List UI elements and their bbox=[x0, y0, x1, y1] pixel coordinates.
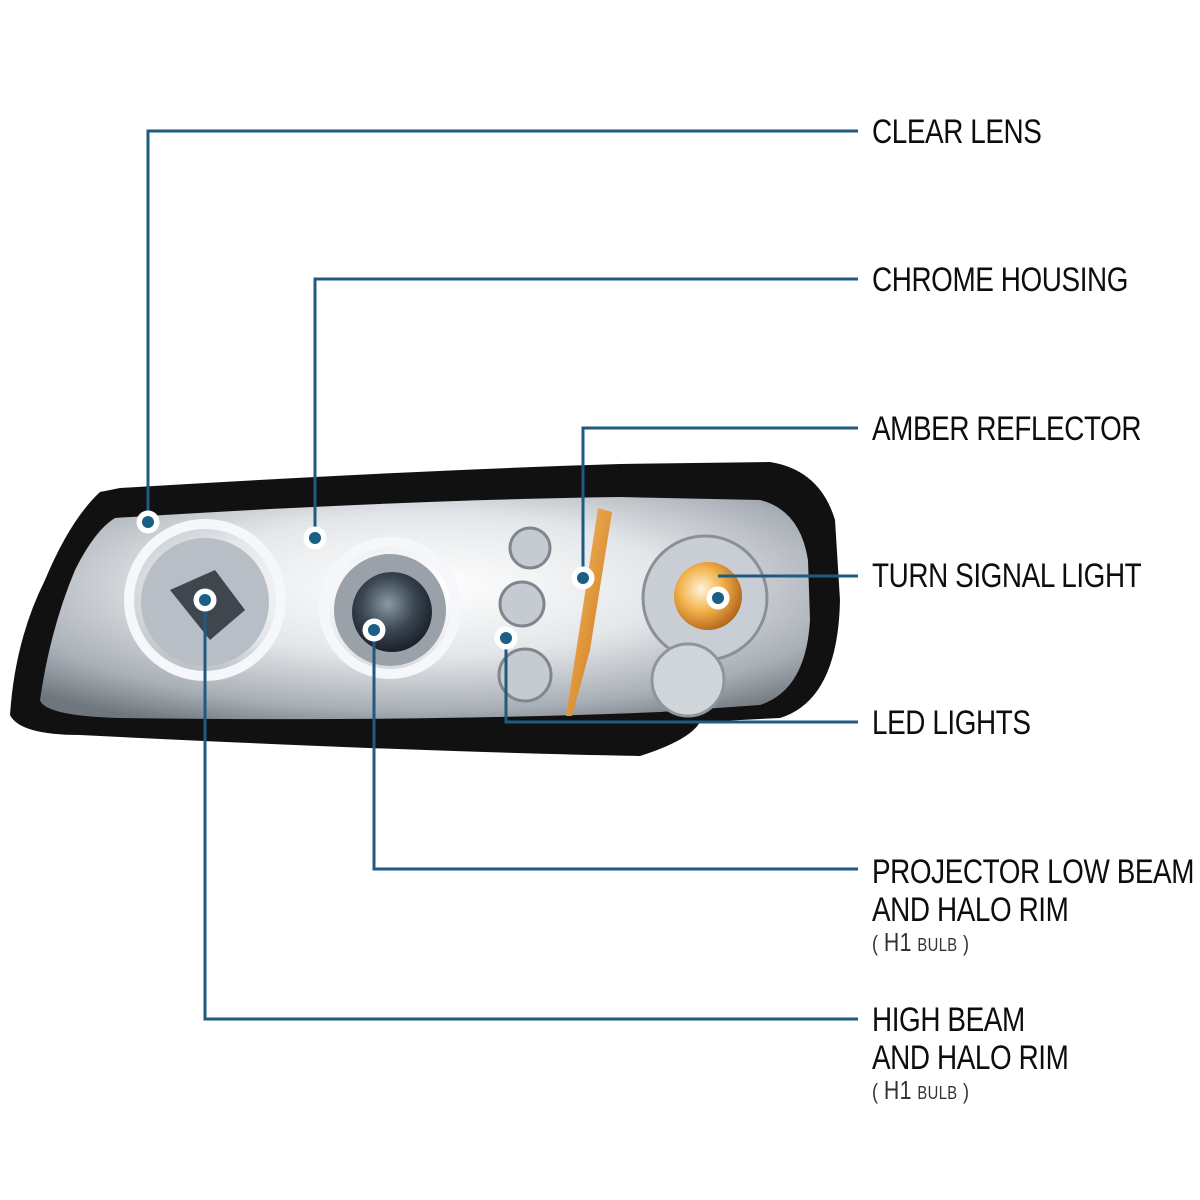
callout-label-projector-low-beam: PROJECTOR LOW BEAM AND HALO RIM ( H1 BUL… bbox=[872, 853, 1194, 958]
note-open: ( bbox=[872, 931, 879, 956]
callout-dots bbox=[136, 510, 730, 650]
callout-text: AND HALO RIM bbox=[872, 1039, 1069, 1077]
bulb-word: BULB bbox=[917, 935, 958, 955]
projector-dot bbox=[362, 618, 386, 642]
led-pod-3 bbox=[497, 647, 553, 703]
callout-label-amber-reflector: AMBER REFLECTOR bbox=[872, 410, 1141, 448]
callout-label-chrome-housing: CHROME HOUSING bbox=[872, 261, 1128, 299]
bulb-word: BULB bbox=[917, 1083, 958, 1103]
projector-halo bbox=[319, 537, 461, 679]
callout-lines bbox=[146, 129, 858, 1021]
note-close: ) bbox=[963, 931, 970, 956]
callout-text: AND HALO RIM bbox=[872, 891, 1069, 929]
callout-text: PROJECTOR LOW BEAM bbox=[872, 853, 1195, 891]
clear-lens-dot bbox=[136, 510, 160, 534]
high-beam-dot bbox=[193, 588, 217, 612]
callout-label-clear-lens: CLEAR LENS bbox=[872, 113, 1042, 151]
projector-lens bbox=[352, 572, 432, 652]
callout-label-led-lights: LED LIGHTS bbox=[872, 704, 1031, 742]
bulb-type: H1 bbox=[883, 927, 912, 957]
led-pod-1 bbox=[508, 526, 552, 570]
led-pod-2 bbox=[498, 580, 546, 628]
bulb-note: ( H1 BULB ) bbox=[872, 1077, 1068, 1106]
note-close: ) bbox=[963, 1079, 970, 1104]
callout-text: TURN SIGNAL LIGHT bbox=[872, 557, 1142, 595]
callout-text: AMBER REFLECTOR bbox=[872, 410, 1142, 448]
headlight-assembly bbox=[10, 462, 840, 756]
callout-text: LED LIGHTS bbox=[872, 704, 1031, 742]
callout-text: CLEAR LENS bbox=[872, 113, 1042, 151]
projector-leader bbox=[372, 630, 858, 871]
amber-reflector-leader bbox=[581, 426, 858, 578]
bulb-type: H1 bbox=[883, 1075, 912, 1105]
callout-label-turn-signal-light: TURN SIGNAL LIGHT bbox=[872, 557, 1142, 595]
clear-lens-leader bbox=[146, 129, 858, 522]
bulb-note: ( H1 BULB ) bbox=[872, 929, 1194, 958]
note-open: ( bbox=[872, 1079, 879, 1104]
amber-reflector-strip bbox=[566, 508, 612, 716]
chrome-housing-leader bbox=[313, 277, 858, 538]
callout-text: CHROME HOUSING bbox=[872, 261, 1129, 299]
high-beam-leader bbox=[203, 600, 858, 1021]
lower-reflector bbox=[650, 642, 726, 718]
led-lights-dot bbox=[494, 626, 518, 650]
turn-signal-dot bbox=[706, 586, 730, 610]
callout-text: HIGH BEAM bbox=[872, 1001, 1025, 1039]
callout-label-high-beam: HIGH BEAM AND HALO RIM ( H1 BULB ) bbox=[872, 1001, 1069, 1106]
amber-reflector-dot bbox=[571, 566, 595, 590]
led-lights-leader bbox=[504, 638, 858, 724]
chrome-housing-dot bbox=[303, 526, 327, 550]
